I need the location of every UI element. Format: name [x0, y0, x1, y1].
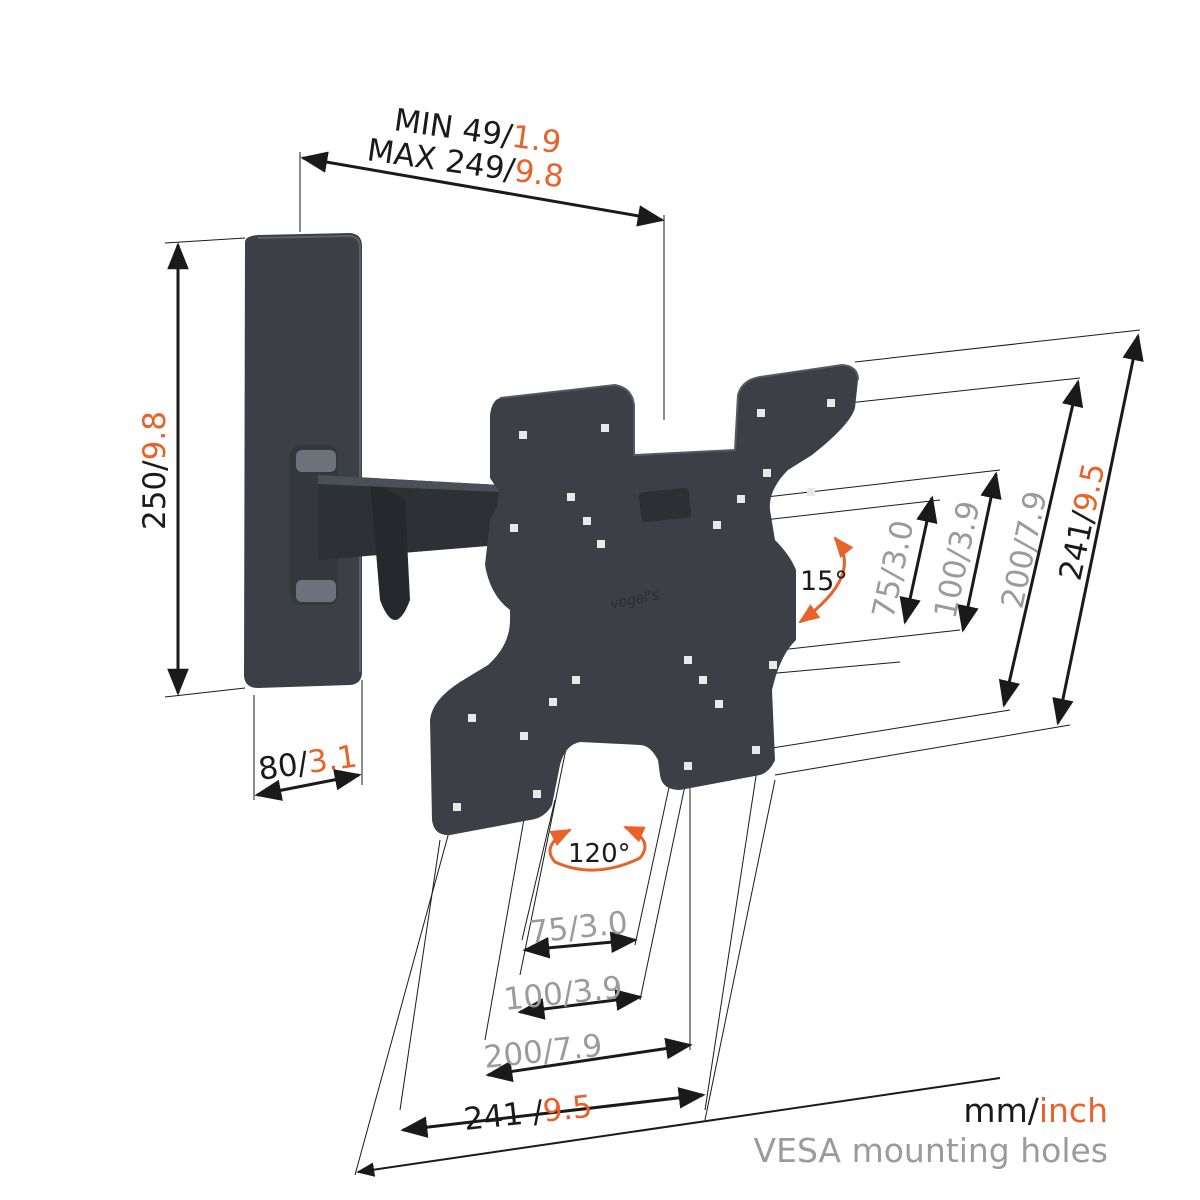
tilt-label: 15° [800, 566, 848, 597]
swivel-arrow [548, 825, 647, 872]
tilt-arrow [798, 536, 854, 624]
tv-mounting-plate: vogel's [430, 363, 859, 836]
max-depth-inch: 9.8 [512, 153, 566, 196]
vertical-vesa-labels: 75/3.0 100/3.9 200/7.9 241/9.5 [866, 460, 1113, 622]
vesa-h-200: 200/7.9 [482, 1028, 604, 1076]
legend-units: mm/inch [963, 1091, 1108, 1130]
vesa-h-100: 100/3.9 [502, 970, 624, 1018]
min-depth-inch: 1.9 [510, 119, 564, 162]
vesa-h-241: 241 /9.5 [462, 1089, 594, 1138]
wall-width-label: 80/3.1 [256, 738, 359, 787]
wall-height-label: 250/9.8 [137, 411, 173, 530]
vesa-v-200: 200/7.9 [995, 488, 1055, 612]
horizontal-vesa-labels: 75/3.0 100/3.9 200/7.9 241 /9.5 [462, 905, 629, 1138]
depth-label: MIN 49/1.9 MAX 249/9.8 [365, 102, 566, 195]
swing-arm [290, 445, 500, 620]
vesa-v-75: 75/3.0 [866, 517, 922, 622]
legend-caption: VESA mounting holes [754, 1131, 1108, 1170]
dimension-arrows [167, 151, 1144, 1177]
vesa-v-241: 241/9.5 [1053, 460, 1113, 584]
swivel-label: 120° [568, 839, 631, 869]
legend: mm/inch VESA mounting holes [754, 1091, 1108, 1170]
vesa-holes [453, 399, 835, 811]
vesa-h-75: 75/3.0 [527, 905, 629, 951]
